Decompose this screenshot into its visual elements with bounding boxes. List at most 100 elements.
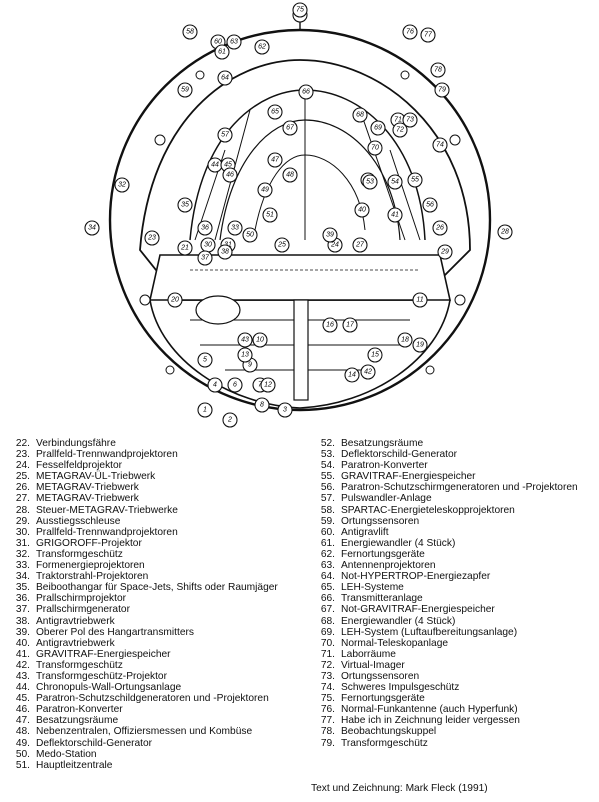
callout-number: 4: [213, 382, 217, 389]
legend-text: Transformgeschütz-Projektor: [36, 670, 167, 682]
legend-number: 52.: [320, 438, 335, 449]
legend-text: Virtual-Imager: [341, 659, 405, 671]
legend-number: 25.: [15, 471, 30, 483]
callout-13: 13: [237, 347, 253, 363]
callout-circle: [360, 364, 376, 380]
callout-number: 19: [416, 342, 424, 349]
legend-text: Ortungssensoren: [341, 670, 420, 682]
callout-26: 26: [432, 220, 448, 236]
legend-number: 69.: [320, 626, 335, 638]
callout-51: 51: [262, 207, 278, 223]
callout-number: 10: [256, 337, 264, 344]
callout-75: 75: [292, 2, 308, 18]
legend-text: METAGRAV-Triebwerk: [36, 493, 139, 505]
callout-number: 29: [440, 249, 449, 256]
callout-number: 51: [266, 212, 274, 219]
callout-circle: [432, 220, 448, 236]
legend-number: 28.: [15, 504, 30, 516]
legend-item: 76.Normal-Funkantenne (auch Hyperfunk): [311, 704, 595, 715]
callout-circle: [432, 137, 448, 153]
legend-number: 59.: [320, 515, 335, 527]
callout-63: 63: [226, 34, 242, 50]
legend-text: Fernortungsgeräte: [341, 693, 425, 705]
legend-item: 65.LEH-Systeme: [311, 582, 595, 593]
callout-circle: [262, 207, 278, 223]
legend-item: 46.Paratron-Konverter: [6, 704, 306, 715]
callout-number: 48: [286, 172, 294, 179]
legend-text: Not-HYPERTROP-Energiezapfer: [341, 571, 491, 583]
callout-circle: [144, 230, 160, 246]
legend-text: Steuer-METAGRAV-Triebwerke: [36, 504, 178, 516]
callout-28: 28: [497, 224, 513, 240]
callout-circle: [177, 197, 193, 213]
callout-circle: [217, 127, 233, 143]
legend-item: 74.Schweres Impulsgeschütz: [311, 682, 595, 693]
callout-number: 66: [302, 89, 310, 96]
legend-item: 41.GRAVITRAF-Energiespeicher: [6, 649, 306, 660]
legend-item: 33.Formenergieprojektoren: [6, 560, 306, 571]
legend-item: 48.Nebenzentralen, Offiziersmessen und K…: [6, 726, 306, 737]
callout-circle: [252, 332, 268, 348]
callout-16: 16: [322, 317, 338, 333]
callout-67: 67: [282, 120, 298, 136]
callout-circle: [354, 202, 370, 218]
callout-58: 58: [182, 24, 198, 40]
callout-number: 56: [426, 202, 434, 209]
legend-text: Not-GRAVITRAF-Energiespeicher: [341, 604, 495, 616]
callout-circle: [430, 62, 446, 78]
legend-number: 49.: [15, 737, 30, 749]
callout-number: 60: [214, 39, 222, 46]
legend-text: Pulswandler-Anlage: [341, 493, 432, 505]
callout-number: 33: [231, 225, 239, 232]
callout-circle: [437, 244, 453, 260]
callout-circle: [226, 34, 242, 50]
callout-number: 25: [277, 242, 286, 249]
legend-item: 66.Transmitteranlage: [311, 593, 595, 604]
legend-item: 61.Energiewandler (4 Stück): [311, 538, 595, 549]
callout-42: 42: [360, 364, 376, 380]
legend-item: 57.Pulswandler-Anlage: [311, 493, 595, 504]
legend-number: 29.: [15, 515, 30, 527]
legend-text: GRAVITRAF-Energiespeicher: [36, 648, 171, 660]
legend-text: Antennenprojektoren: [341, 560, 436, 572]
callout-38: 38: [217, 244, 233, 260]
callout-25: 25: [274, 237, 290, 253]
callout-circle: [412, 292, 428, 308]
callout-circle: [322, 227, 338, 243]
callout-number: 43: [241, 337, 249, 344]
callout-79: 79: [434, 82, 450, 98]
callout-53: 53: [362, 174, 378, 190]
callout-circle: [412, 337, 428, 353]
callout-circle: [402, 112, 418, 128]
callout-circle: [370, 120, 386, 136]
callout-circle: [167, 292, 183, 308]
callout-circle: [367, 140, 383, 156]
callout-48: 48: [282, 167, 298, 183]
legend-number: 71.: [320, 648, 335, 660]
legend-item: 50.Medo-Station: [6, 749, 306, 760]
callout-circle: [407, 172, 423, 188]
legend-item: 49.Deflektorschild-Generator: [6, 738, 306, 749]
legend-text: METAGRAV-ÜL-Triebwerk: [36, 471, 156, 483]
callout-circle: [257, 182, 273, 198]
legend-item: 56.Paratron-Schutzschirmgeneratoren und …: [311, 482, 595, 493]
legend-item: 22.Verbindungsfähre: [6, 438, 306, 449]
legend-number: 50.: [15, 748, 30, 760]
callout-39: 39: [322, 227, 338, 243]
callout-number: 58: [186, 29, 194, 36]
legend-item: 27.METAGRAV-Triebwerk: [6, 493, 306, 504]
callout-circle: [114, 177, 130, 193]
legend-number: 72.: [320, 659, 335, 671]
callout-number: 45: [224, 162, 232, 169]
legend-text: Prallfeld-Trennwandprojektoren: [36, 449, 178, 461]
legend-text: Nebenzentralen, Offiziersmessen und Komb…: [36, 726, 253, 738]
legend-item: 78.Beobachtungskuppel: [311, 726, 595, 737]
callout-number: 64: [221, 75, 229, 82]
callout-circle: [222, 167, 238, 183]
callout-circle: [242, 227, 258, 243]
legend-number: 63.: [320, 560, 335, 572]
central-lift: [293, 299, 309, 401]
callout-78: 78: [430, 62, 446, 78]
callout-44: 44: [207, 157, 223, 173]
